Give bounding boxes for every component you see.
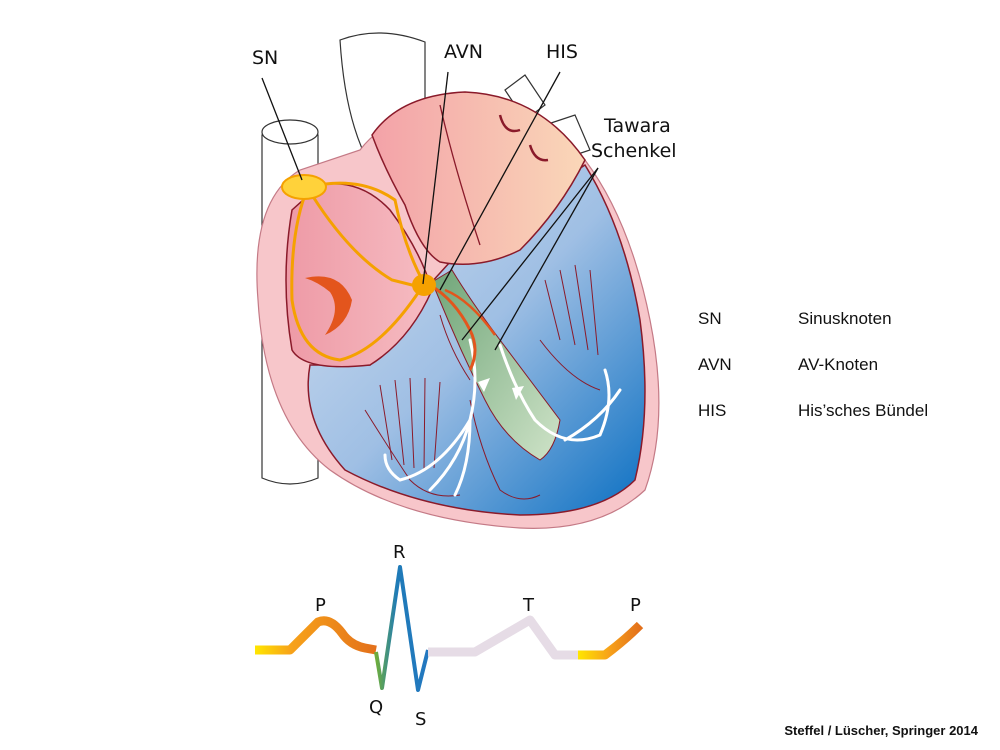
vena-cava-opening [261, 119, 319, 145]
valve-curve-b [528, 144, 549, 162]
purkinje-fibers [383, 338, 622, 497]
papillary-muscles [364, 264, 601, 500]
ecg-label-p2: P [630, 595, 641, 616]
abbreviation-legend: SN Sinusknoten AVN AV-Knoten HIS His’sch… [698, 309, 928, 447]
avn-label: AVN [444, 41, 483, 63]
conduction-pathways [290, 181, 427, 362]
ecg-qrs-complex [374, 565, 430, 692]
pointer-lines [261, 71, 599, 351]
ecg-label-t: T [522, 595, 535, 616]
source-credit: Steffel / Lüscher, Springer 2014 [784, 723, 978, 738]
tawara-pointer-left [461, 167, 599, 341]
tawara-label-line1: Tawara [603, 115, 671, 137]
his-label: HIS [546, 41, 578, 63]
ecg-trace [255, 565, 644, 692]
sn-pointer [261, 77, 303, 181]
arrow-head-left [478, 378, 490, 392]
legend-abbr: SN [698, 309, 722, 328]
ecg-p-wave-2 [578, 621, 644, 660]
his-conduction-path-right [444, 288, 497, 336]
legend-abbr: HIS [698, 401, 727, 420]
legend-row-avn: AVN AV-Knoten [698, 355, 928, 401]
ecg-label-p1: P [315, 595, 326, 616]
ecg-p-wave [255, 616, 377, 655]
ecg-st-t-segment [428, 615, 580, 660]
legend-meaning: Sinusknoten [798, 309, 892, 328]
sinus-node [281, 174, 327, 200]
left-atrium [371, 91, 586, 266]
avn-pointer [422, 71, 449, 285]
arrow-head-right [512, 386, 524, 400]
valve-curve-a [498, 114, 521, 133]
legend-row-sn: SN Sinusknoten [698, 309, 928, 355]
ecg-label-s: S [415, 709, 426, 730]
crista-terminalis [305, 276, 352, 335]
legend-row-his: HIS His’sches Bündel [698, 401, 928, 447]
legend-meaning: AV-Knoten [798, 355, 879, 374]
ecg-label-q: Q [369, 697, 383, 718]
legend-meaning: His’sches Bündel [798, 401, 929, 420]
tawara-pointer-right [494, 167, 599, 351]
tawara-label-line2: Schenkel [591, 140, 677, 162]
legend-abbr: AVN [698, 355, 732, 374]
sn-label: SN [252, 47, 278, 69]
av-node [412, 274, 436, 296]
his-pointer [439, 71, 561, 291]
ecg-label-r: R [393, 542, 406, 563]
